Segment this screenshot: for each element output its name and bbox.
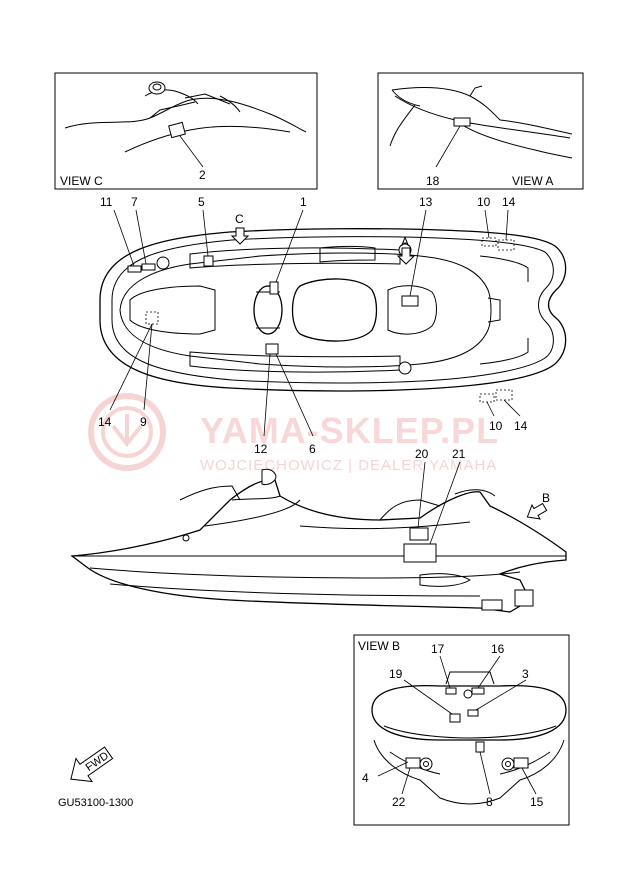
view-b-panel: VIEW B 17 16 19 3 4 22 8 15: [353, 634, 570, 826]
view-c-panel: 2 VIEW C: [54, 72, 318, 190]
label-5-sticker: [203, 255, 214, 267]
callout-4: 4: [362, 771, 369, 785]
view-a-arrow-icon: [396, 247, 416, 265]
fwd-arrow-icon: FWD: [70, 746, 114, 783]
view-a-panel: 18 VIEW A: [377, 72, 584, 190]
callout-1: 1: [300, 195, 307, 209]
label-19-sticker: [449, 713, 461, 723]
callout-20: 20: [415, 447, 429, 461]
callout-19: 19: [389, 667, 403, 681]
part-code: GU53100-1300: [58, 797, 133, 809]
label-16-sticker: [471, 687, 485, 695]
callout-6: 6: [309, 442, 316, 456]
label-21-sticker: [403, 543, 437, 563]
callout-16: 16: [491, 642, 505, 656]
marker-a: A: [401, 235, 409, 249]
view-c-arrow-icon: [230, 227, 250, 245]
callout-18: 18: [426, 174, 440, 188]
label-20-sticker: [409, 527, 429, 541]
callout-12: 12: [254, 442, 268, 456]
watermark-sub: WOJCIECHOWICZ | DEALER YAMAHA: [200, 457, 497, 474]
watermark-logo-icon: [88, 393, 166, 471]
callout-11: 11: [100, 195, 113, 209]
marker-c: C: [235, 212, 244, 226]
callout-8: 8: [486, 795, 493, 809]
callout-5: 5: [198, 195, 205, 209]
callout-13: 13: [419, 195, 433, 209]
callout-21: 21: [452, 447, 466, 461]
callout-14-top: 14: [502, 195, 516, 209]
label-18-sticker: [453, 117, 471, 127]
label-9-sticker: [145, 311, 159, 325]
label-17-sticker: [445, 687, 457, 695]
label-7-sticker: [141, 263, 156, 271]
label-12-sticker: [265, 343, 279, 355]
label-11-sticker: [127, 265, 142, 273]
label-22-sticker: [405, 757, 421, 769]
callout-2: 2: [199, 168, 206, 182]
view-b-arrow-icon: [526, 502, 548, 520]
callout-10-bottom: 10: [489, 419, 503, 433]
callout-22: 22: [392, 795, 406, 809]
label-2-sticker: [168, 121, 186, 139]
label-8-sticker: [475, 741, 485, 753]
label-14-top-sticker: [497, 239, 515, 251]
callout-14-bottom: 14: [514, 419, 528, 433]
callout-10-top: 10: [477, 195, 491, 209]
callout-9: 9: [140, 415, 147, 429]
callout-3: 3: [522, 667, 529, 681]
view-c-title: VIEW C: [60, 174, 103, 188]
label-14-bottom-sticker: [495, 389, 513, 401]
side-view-craft: 20 21 B: [70, 447, 567, 613]
marker-b: B: [542, 491, 550, 505]
watermark-main: YAMA-SKLEP.PL: [200, 410, 499, 451]
label-10-top-sticker: [481, 237, 497, 247]
watermark: YAMA-SKLEP.PL WOJCIECHOWICZ | DEALER YAM…: [88, 393, 499, 474]
label-10-bottom-sticker: [479, 393, 495, 403]
label-15-sticker: [513, 757, 529, 769]
callout-7: 7: [131, 195, 138, 209]
callout-14-left: 14: [98, 415, 112, 429]
callout-17: 17: [431, 642, 445, 656]
callout-15: 15: [530, 795, 544, 809]
label-3-sticker: [467, 709, 479, 717]
view-b-title: VIEW B: [358, 639, 400, 653]
view-a-title: VIEW A: [512, 174, 553, 188]
label-13-sticker: [401, 295, 419, 307]
top-view-craft: C A 11 7 5 1 13 10 14 14 9 12 6 10 14: [98, 195, 567, 456]
